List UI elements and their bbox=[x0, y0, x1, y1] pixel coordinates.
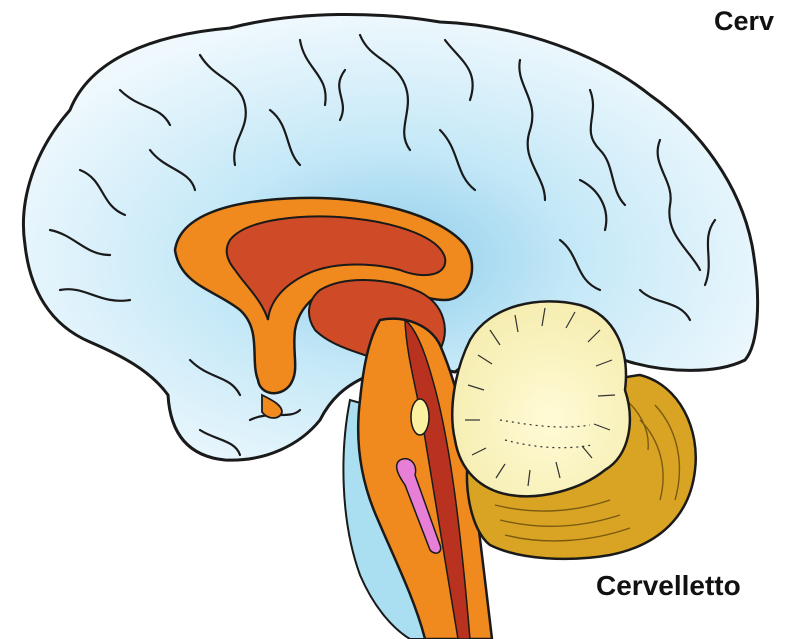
label-cerebellum: Cervelletto bbox=[596, 570, 741, 602]
cerebellum-white bbox=[452, 301, 630, 496]
yellow-nucleus bbox=[411, 399, 429, 435]
label-cerebrum: Cerv bbox=[714, 6, 774, 37]
